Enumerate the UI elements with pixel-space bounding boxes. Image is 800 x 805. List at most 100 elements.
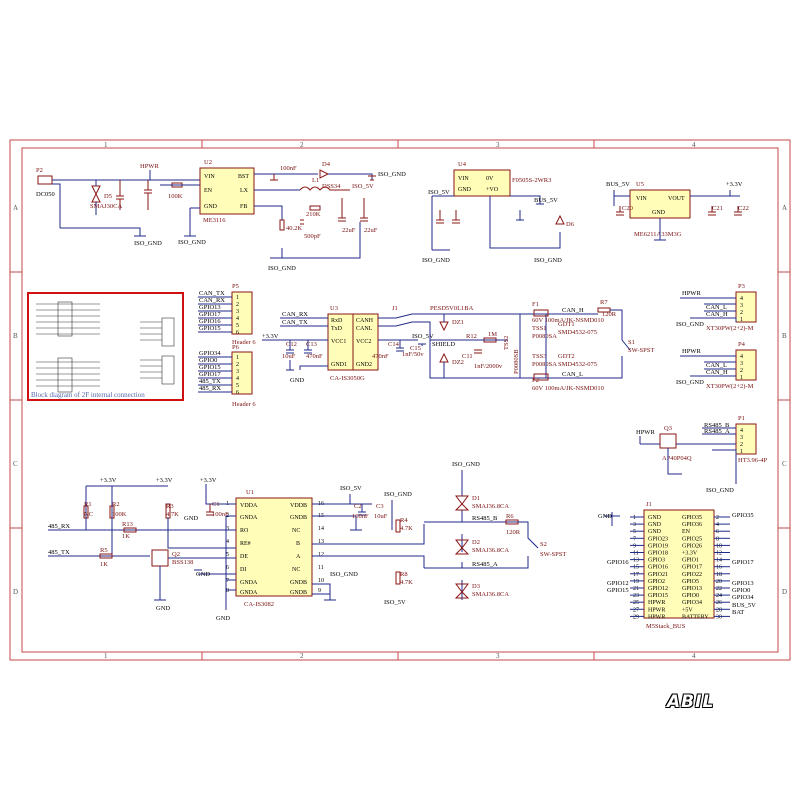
tss3-value: P0080SA	[532, 361, 557, 368]
resistor-r4	[395, 519, 401, 533]
u5-name: ME6211A33M3G	[634, 231, 682, 238]
block-p5-nets-0-text: CAN_TX	[199, 290, 225, 297]
rs485-u1-rnum-7-text: 9	[318, 588, 321, 594]
r13-value: 1K	[122, 533, 130, 540]
can-u3-left-0-text: RxD	[331, 318, 343, 324]
bus-right-pin-label: GPIO35	[682, 515, 702, 521]
bus-right-pin-label: GPIO13	[682, 586, 702, 592]
c15-label: C15	[410, 345, 421, 352]
diode-d4	[319, 169, 330, 179]
block-p5-nets-3-text: GPIO17	[199, 311, 221, 318]
p3-hpwr: HPWR	[682, 290, 701, 297]
gnd-label-can: GND	[290, 377, 304, 384]
bus-external-labels: GPIO16 GPIO12 GPIO15 GPIO35 GPIO17 GPIO1…	[607, 512, 756, 616]
bus-ext-bus5v: BUS_5V	[732, 602, 756, 609]
bus-left-pin-label: GPIO2	[648, 579, 665, 585]
bus-left-pin-label: GPIO16	[648, 565, 668, 571]
block-p5-nets-5-text: GPIO15	[199, 325, 221, 332]
iso-gnd-label-4: ISO_GND	[268, 265, 296, 272]
rs485-u1-rnum-3-text: 13	[318, 539, 324, 545]
block-pin-nums-4-text: 5	[236, 323, 239, 329]
u4-label: U4	[458, 161, 467, 168]
tss2-value: P0080SB	[513, 349, 520, 374]
mosfet-q2	[151, 549, 169, 567]
tss3-label: TSS3	[532, 353, 546, 360]
power-u2-pins-5-text: FB	[240, 204, 247, 210]
zone-markers: 1 2 3 4 1 2 3 4 A B C D A B C D	[10, 140, 790, 660]
v33-rs485: +3.3V	[100, 477, 117, 484]
u2-name: ME3116	[203, 217, 226, 224]
j1-can-label: J1	[392, 305, 398, 312]
c22-label: C22	[738, 205, 749, 212]
bus-left-pin-label: GND	[648, 522, 662, 528]
zone-y-d-right: D	[782, 588, 787, 596]
gnd-u1-bottom: GND	[216, 615, 230, 622]
resistor-r8	[395, 571, 401, 585]
power-u4-pins-1-text: GND	[458, 187, 472, 193]
r10-label: 210K	[306, 211, 321, 218]
p3-can-h: CAN_H	[706, 311, 728, 318]
c12-label: C12	[286, 341, 297, 348]
dc050-label: DC050	[36, 191, 55, 198]
r100k-label: 100K	[168, 193, 183, 200]
r8-label: R8	[400, 571, 408, 578]
tss1-label: TSS1	[532, 325, 546, 332]
connectors-pins4-1-text: 3	[740, 435, 743, 441]
u3-label: U3	[330, 305, 338, 312]
u2-label: U2	[204, 159, 212, 166]
bus-right-pin-label: +5V	[682, 607, 693, 613]
u4-name: F0505S-2WR3	[512, 177, 551, 184]
gdt2-value: SMD4532-075	[558, 361, 597, 368]
rs485-u1-left-6-text: GNDA	[240, 580, 258, 586]
block-pin-nums-5-text: 6	[236, 330, 239, 336]
d2-value: SMAJ36.8CA	[472, 547, 509, 554]
power-u4-pins-3-text: +VO	[486, 187, 499, 193]
power-u4-pins-0-text: VIN	[458, 176, 469, 182]
cap-c-a	[116, 180, 124, 210]
bus-right-pin-label: GPIO22	[682, 572, 702, 578]
p6-label: P6	[232, 344, 240, 351]
p5-header-label: Header 6	[232, 339, 256, 346]
zone-x-3: 3	[496, 141, 500, 149]
bus-j1-label: J1	[646, 501, 652, 508]
rs485-u1-lnum-3-text: 4	[226, 539, 229, 545]
rs485-u1-left-5-text: DI	[240, 567, 246, 573]
q3-label: Q3	[664, 425, 672, 432]
inductor-l1	[299, 186, 350, 191]
diode-dz1	[439, 321, 449, 332]
iso-5v-u1: ISO_5V	[340, 485, 362, 492]
connectors-pins4-0-text: 4	[740, 428, 743, 434]
connector-p3	[735, 291, 757, 323]
f1-label: F1	[532, 301, 539, 308]
r4-value: 4.7K	[400, 525, 413, 532]
s2-label: S2	[540, 541, 547, 548]
connector-p1	[735, 423, 757, 455]
block-pin-nums-1-text: 2	[236, 302, 239, 308]
c3-label: C3	[376, 503, 384, 510]
power-u2-pins-1-text: EN	[204, 188, 213, 194]
p1-iso-gnd: ISO_GND	[706, 487, 734, 494]
iso-5v-r8: ISO_5V	[384, 599, 406, 606]
zone-y-c: C	[13, 460, 18, 468]
can-u3-left-2-text: VCC1	[331, 339, 346, 345]
f2-label: F2	[532, 377, 539, 384]
zone-x-1: 1	[104, 141, 108, 149]
connectors-pins4-3-text: 1	[740, 317, 743, 323]
can-u3-right-0-text: CANH	[356, 318, 374, 324]
bus-left-pin-label: GPIO18	[648, 551, 668, 557]
s2-value: SW-SPST	[540, 551, 566, 558]
r12-label: R12	[466, 333, 477, 340]
iso-gnd-label-2: ISO_GND	[178, 239, 206, 246]
bus-right-pin-number: 2	[716, 515, 719, 521]
rs485-u1-right-0-text: VDDB	[290, 503, 307, 509]
d1-value: SMAJ36.8CA	[472, 503, 509, 510]
gnd-label-u4: ISO_GND	[534, 257, 562, 264]
block-pin-nums-1-text: 2	[236, 362, 239, 368]
block-pin-nums-3-text: 4	[236, 376, 239, 382]
bus-right-pin-number: 8	[716, 536, 719, 542]
r12-value: 1M	[488, 331, 497, 338]
r8-value: 4.7K	[400, 579, 413, 586]
r2-label: R2	[112, 501, 120, 508]
bus-left-pin-number: 3	[633, 522, 636, 528]
